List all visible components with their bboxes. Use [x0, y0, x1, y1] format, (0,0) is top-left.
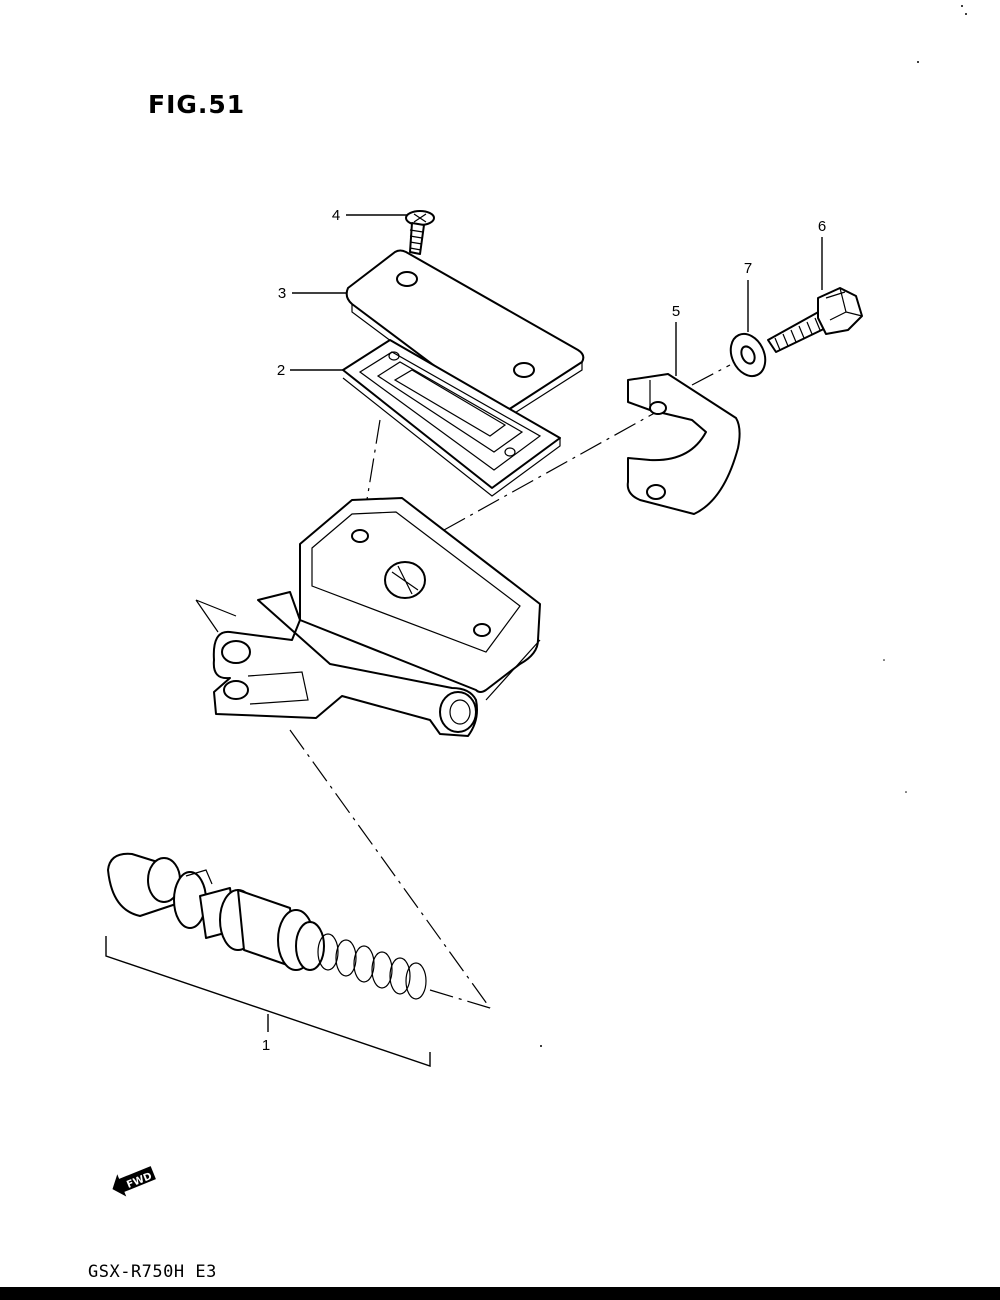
- callout-3: 3: [278, 285, 286, 302]
- callout-4: 4: [332, 207, 340, 224]
- callout-1: 1: [262, 1037, 270, 1054]
- callout-7: 7: [744, 260, 752, 277]
- master-cylinder-body: [195, 497, 541, 737]
- guide-line-piston-end: [429, 989, 491, 1009]
- part-5-clamp: [626, 373, 741, 515]
- guide-line-bolt-to-clamp: [691, 364, 731, 386]
- part-2-diaphragm: [342, 339, 561, 497]
- guide-line-clamp-to-body: [443, 409, 661, 531]
- bottom-border-bar: [0, 1287, 1000, 1300]
- figure-title: FIG.51: [148, 90, 246, 119]
- callout-6: 6: [818, 218, 826, 235]
- callout-5: 5: [672, 303, 680, 320]
- part-6-bolt: [767, 287, 863, 353]
- part-1-piston-kit: [107, 852, 427, 1000]
- model-code: GSX-R750H E3: [88, 1262, 217, 1282]
- guide-line-body-to-piston: [289, 729, 491, 1009]
- part-4-screw: [405, 210, 435, 255]
- kit-bracket: [105, 936, 431, 1067]
- part-7-washer: [729, 332, 767, 378]
- fwd-arrow-icon: FWD: [112, 1166, 156, 1197]
- callout-2: 2: [277, 362, 285, 379]
- scan-specks: [540, 5, 967, 1047]
